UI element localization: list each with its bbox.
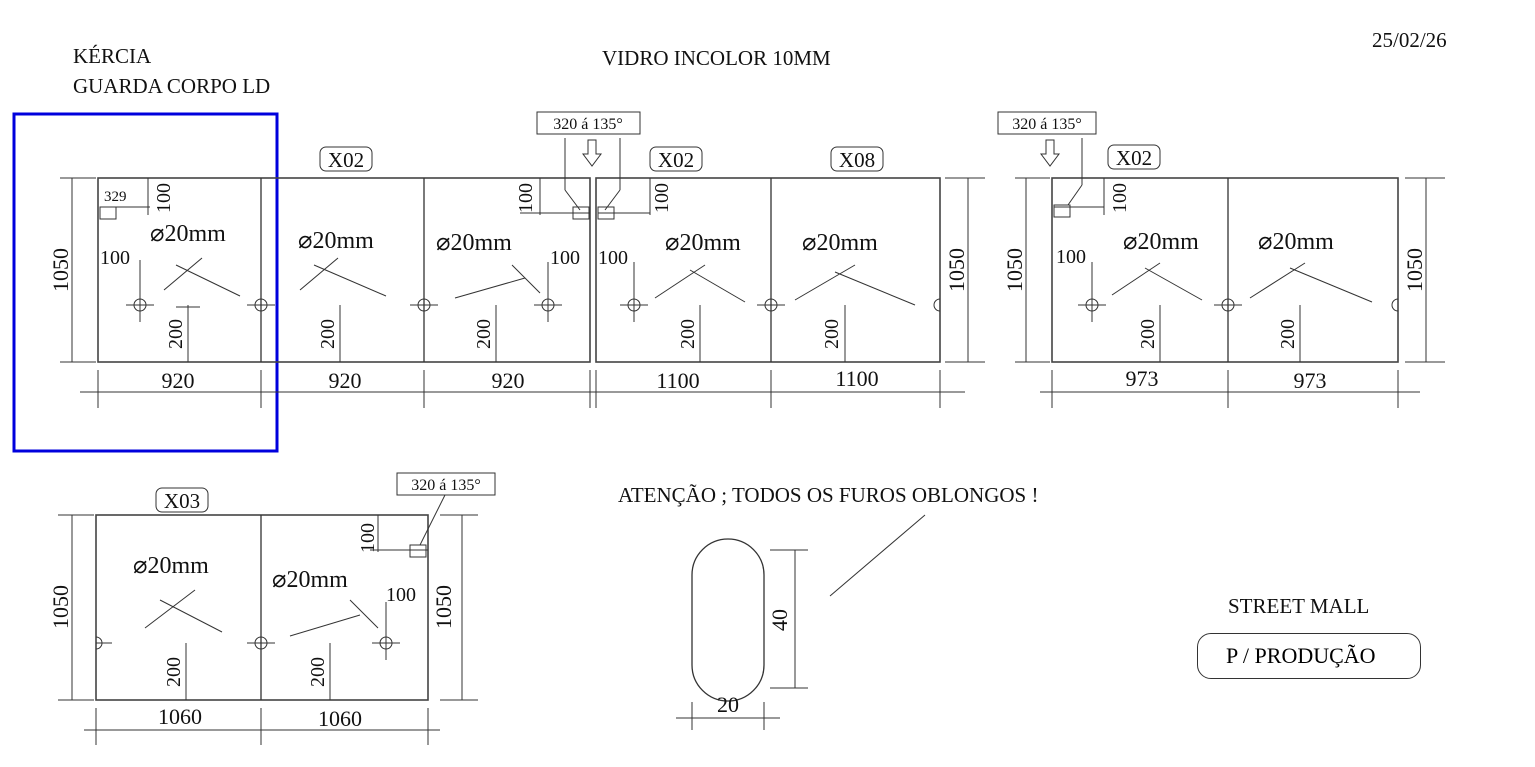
tag-x08: X08 [839,148,875,172]
panel-group-c [58,472,926,745]
tag-x03: X03 [164,489,200,513]
offset-dim: 200 [307,657,329,687]
date: 25/02/26 [1372,28,1447,52]
width-dim: 1100 [835,366,878,391]
offset-dim: 100 [515,183,537,213]
hole-note: ⌀20mm [802,230,878,256]
status-badge: P / PRODUÇÃO [1197,633,1421,679]
offset-dim: 100 [1056,246,1086,268]
height-dim: 1050 [1002,248,1027,292]
width-dim: 920 [329,368,362,393]
material-title: VIDRO INCOLOR 10MM [602,46,831,70]
offset-dim: 100 [153,183,175,213]
offset-dim: 100 [386,584,416,606]
offset-dim: 200 [677,319,699,349]
angle-cut-note: 320 á 135° [1012,116,1082,133]
width-dim: 973 [1126,366,1159,391]
slot-height-dim: 40 [767,609,792,631]
offset-dim: 100 [357,523,379,553]
tag-x02: X02 [1116,146,1152,170]
hole-note: ⌀20mm [150,221,226,247]
offset-dim: 200 [317,319,339,349]
offset-dim: 100 [550,247,580,269]
width-dim: 920 [492,368,525,393]
selection-box [12,112,279,453]
attention-note: ATENÇÃO ; TODOS OS FUROS OBLONGOS ! [618,483,1039,507]
offset-dim: 100 [100,247,130,269]
hole-note: ⌀20mm [1123,229,1199,255]
height-dim: 1050 [431,585,456,629]
angle-cut-note: 320 á 135° [553,116,623,133]
slot-width-dim: 20 [717,692,739,717]
offset-dim: 200 [1277,319,1299,349]
offset-dim: 200 [1137,319,1159,349]
drawing-subtitle: GUARDA CORPO LD [73,74,271,98]
width-dim: 1060 [158,704,202,729]
tag-x02: X02 [658,148,694,172]
width-dim: 973 [1294,368,1327,393]
hole-note: ⌀20mm [436,230,512,256]
height-dim: 1050 [944,248,969,292]
client-name: KÉRCIA [73,44,152,68]
panel-group-b [997,111,1445,408]
offset-dim: 200 [163,657,185,687]
offset-dim: 200 [821,319,843,349]
panel-group-a [60,111,985,408]
offset-dim: 100 [651,183,673,213]
hole-note: ⌀20mm [665,230,741,256]
height-dim: 1050 [1402,248,1427,292]
offset-dim: 100 [598,247,628,269]
offset-dim: 200 [165,319,187,349]
width-dim: 1060 [318,706,362,731]
hole-note: ⌀20mm [133,553,209,579]
offset-dim: 200 [473,319,495,349]
width-dim: 920 [162,368,195,393]
hole-note: ⌀20mm [1258,229,1334,255]
angle-cut-note: 320 á 135° [411,477,481,494]
hole-note: ⌀20mm [272,567,348,593]
width-dim: 1100 [656,368,699,393]
hole-note: ⌀20mm [298,228,374,254]
height-dim: 1050 [48,585,73,629]
project-name: STREET MALL [1228,594,1370,618]
offset-dim: 100 [1109,183,1131,213]
corner-dim: 329 [104,189,127,205]
height-dim: 1050 [48,248,73,292]
tag-x02: X02 [328,148,364,172]
